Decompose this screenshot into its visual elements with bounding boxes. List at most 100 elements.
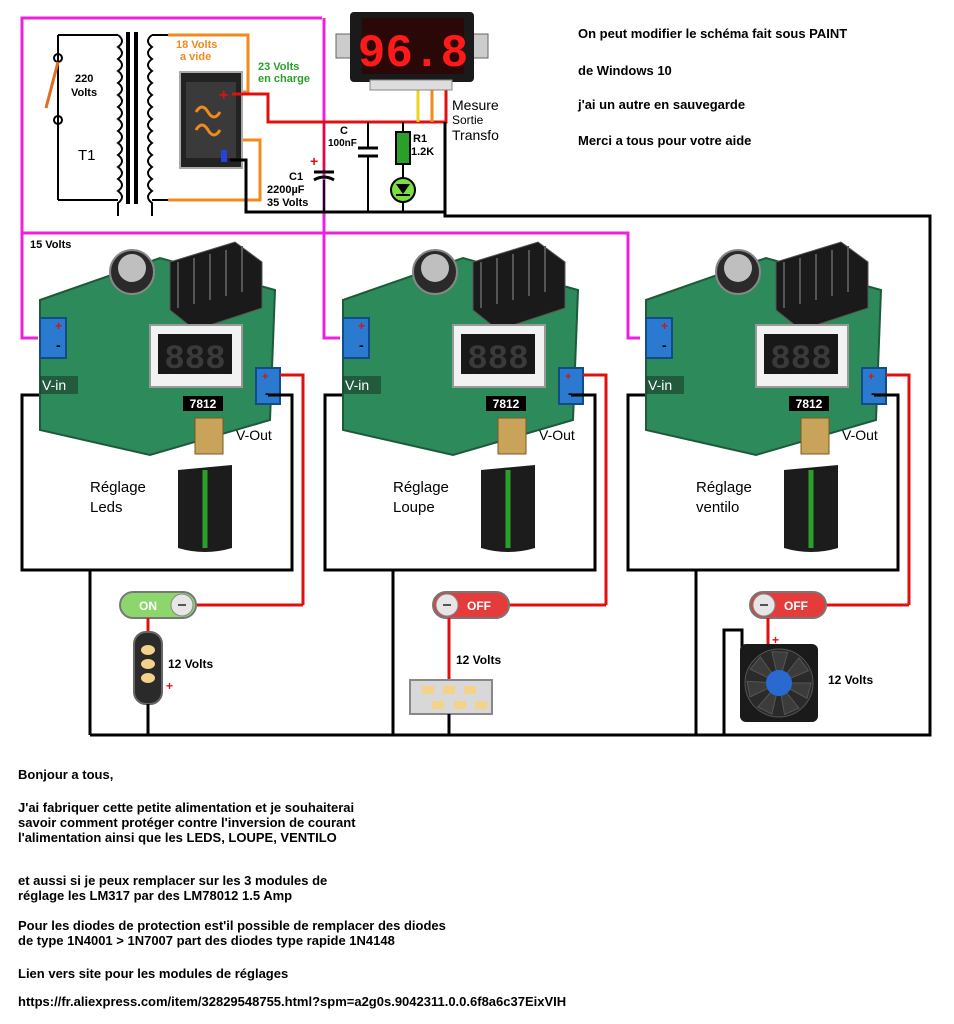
adjust-target-label: Loupe xyxy=(393,499,435,516)
output-terminal xyxy=(558,367,584,405)
panel-voltage-label: 12 Volts xyxy=(456,653,501,667)
input-minus-sign: - xyxy=(359,337,364,353)
capacitor-c1: + C1 2200µF 35 Volts xyxy=(267,122,335,212)
input-plus-sign: + xyxy=(55,319,62,333)
chip-label-bg xyxy=(183,396,223,411)
input-plus-sign: + xyxy=(358,319,365,333)
switch-state-label: OFF xyxy=(784,599,808,613)
potentiometer xyxy=(194,417,224,455)
output-terminal xyxy=(861,367,887,405)
led-dot xyxy=(475,701,487,709)
ground-rail-wire xyxy=(230,122,447,214)
input-minus-sign: - xyxy=(662,337,667,353)
input-terminal xyxy=(645,317,673,359)
circuit-diagram: 220 Volts T1 18 Volts a vide 23 Volts en… xyxy=(20,12,932,737)
adjust-label: Réglage xyxy=(90,479,146,496)
vin-label: V-in xyxy=(648,377,672,393)
chip-label: 7812 xyxy=(190,397,217,411)
fan-hub xyxy=(766,670,792,696)
message-paragraph-1: J'ai fabriquer cette petite alimentation… xyxy=(18,800,356,845)
output-positive-wire xyxy=(280,373,305,605)
switch-state-label: ON xyxy=(139,599,157,613)
output-positive-wire xyxy=(583,373,608,605)
bridge-rectifier: + xyxy=(179,71,243,169)
r1-name: R1 xyxy=(413,133,427,145)
potentiometer xyxy=(497,417,527,455)
adjust-target-label: ventilo xyxy=(696,499,739,516)
r1-value: 1.2K xyxy=(411,146,434,158)
input-minus-sign: - xyxy=(56,337,61,353)
idle-voltage-sublabel: a vide xyxy=(180,51,211,63)
led-dot xyxy=(454,701,466,709)
cooling-fan: +12 Volts xyxy=(722,618,873,735)
potentiometer xyxy=(800,417,830,455)
voltmeter-display: 96.8 xyxy=(335,12,489,91)
c-name: C xyxy=(340,125,348,137)
load-2: OFF xyxy=(432,591,606,619)
load-3: OFF xyxy=(749,591,909,619)
output-minus-sign: - xyxy=(265,385,270,401)
vout-label: V-Out xyxy=(236,427,272,443)
module-display-digits: 888 xyxy=(164,341,225,379)
link-intro-text: Lien vers site pour les modules de régla… xyxy=(18,966,289,981)
transformer-t1: 220 Volts T1 xyxy=(44,32,168,216)
bridge-plus-sign: + xyxy=(219,87,228,104)
ground-bus-wire xyxy=(90,212,932,737)
vin-label: V-in xyxy=(345,377,369,393)
led-voltage-label: 12 Volts xyxy=(168,657,213,671)
led-strip: 12 Volts + xyxy=(133,618,213,735)
output-terminal xyxy=(255,367,281,405)
note-line-2: de Windows 10 xyxy=(578,63,672,78)
led-dot xyxy=(443,686,455,694)
greeting-text: Bonjour a tous, xyxy=(18,767,114,782)
module-link[interactable]: https://fr.aliexpress.com/item/328295487… xyxy=(18,994,567,1009)
led-dot xyxy=(141,673,155,683)
chip-label: 7812 xyxy=(493,397,520,411)
output-plus-sign: + xyxy=(565,371,571,383)
input-terminal xyxy=(342,317,370,359)
led-dot xyxy=(141,645,155,655)
vout-label: V-Out xyxy=(842,427,878,443)
adjust-label: Réglage xyxy=(696,479,752,496)
bus-voltage-label: 15 Volts xyxy=(30,239,71,251)
load-voltage-sublabel: en charge xyxy=(258,73,310,85)
note-line-1: On peut modifier le schéma fait sous PAI… xyxy=(578,26,848,41)
positive-rail-wire xyxy=(232,86,448,124)
indicator-led xyxy=(390,177,416,212)
module-display-digits: 888 xyxy=(467,341,528,379)
c1-plus-sign: + xyxy=(310,153,318,169)
mains-voltage-unit: Volts xyxy=(71,87,97,99)
measure-line3: Transfo xyxy=(452,127,499,143)
chip-label: 7812 xyxy=(796,397,823,411)
measure-line1: Mesure xyxy=(452,97,499,113)
led-dot xyxy=(422,686,434,694)
note-line-4: Merci a tous pour votre aide xyxy=(578,133,752,148)
fan-plus-sign: + xyxy=(772,633,779,647)
adjust-target-label: Leds xyxy=(90,499,123,516)
c1-name: C1 xyxy=(289,171,303,183)
c-value: 100nF xyxy=(328,138,357,149)
switch-state-label: OFF xyxy=(467,599,491,613)
vin-label: V-in xyxy=(42,377,66,393)
output-plus-sign: + xyxy=(262,371,268,383)
resistor-r1: R1 1.2K xyxy=(395,122,434,178)
c1-voltage: 35 Volts xyxy=(267,197,308,209)
led-panel: 12 Volts xyxy=(409,618,501,735)
output-plus-sign: + xyxy=(868,371,874,383)
orange-secondary-wire xyxy=(168,33,262,202)
module-display-digits: 888 xyxy=(770,341,831,379)
chip-label-bg xyxy=(789,396,829,411)
load-voltage-label: 23 Volts xyxy=(258,61,299,73)
vout-label: V-Out xyxy=(539,427,575,443)
c1-value: 2200µF xyxy=(267,184,305,196)
capacitor-c: C 100nF xyxy=(328,122,378,212)
pink-input-bus xyxy=(20,231,640,340)
note-line-3: j'ai un autre en sauvegarde xyxy=(578,97,746,112)
idle-voltage-label: 18 Volts xyxy=(176,39,217,51)
mains-voltage-value: 220 xyxy=(75,73,93,85)
led-plus-sign: + xyxy=(166,679,173,693)
